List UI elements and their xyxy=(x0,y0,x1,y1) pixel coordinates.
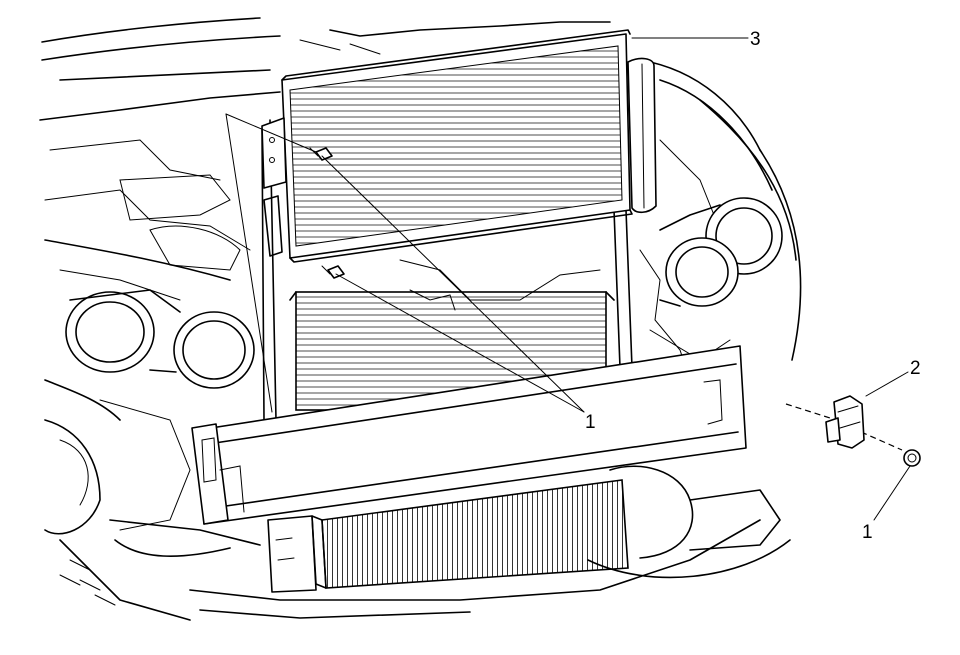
callout-1-main-label: 1 xyxy=(585,412,596,433)
engine-bay-background xyxy=(39,17,802,621)
bolt-upper xyxy=(309,147,333,161)
bolt-lower xyxy=(321,265,345,279)
left-intake-ports xyxy=(65,289,255,389)
exploded-detail xyxy=(785,395,921,467)
callout-3-label: 3 xyxy=(750,29,761,50)
leader-lines xyxy=(225,37,911,521)
bumper-beam xyxy=(191,345,747,525)
lower-cooler xyxy=(267,479,629,593)
right-lamp-ports xyxy=(659,197,783,307)
callout-2-label: 2 xyxy=(910,358,921,379)
callout-1-detail-label: 1 xyxy=(862,522,873,543)
ac-condenser xyxy=(261,29,657,263)
